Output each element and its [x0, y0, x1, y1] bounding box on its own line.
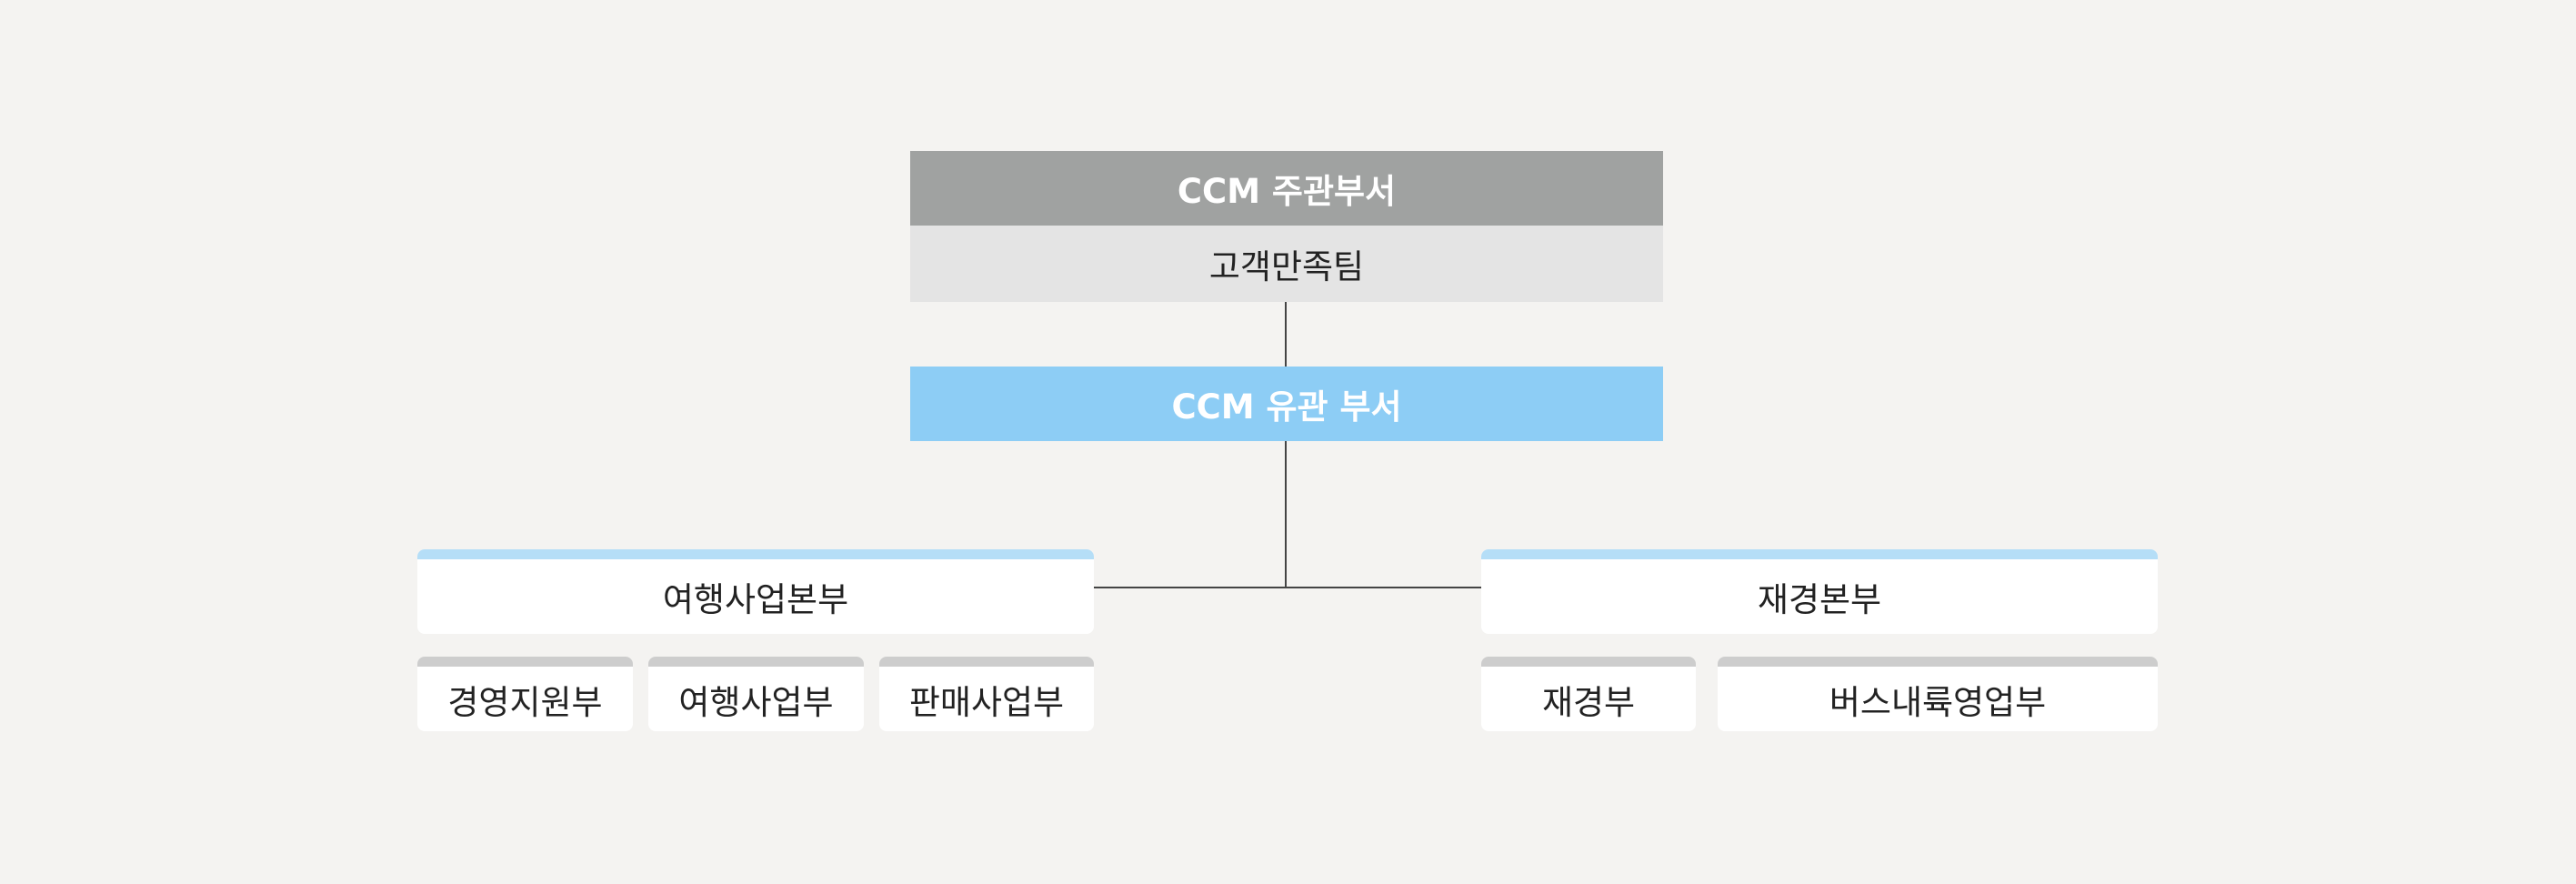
connector-line-top [1285, 302, 1287, 367]
department-label: 판매사업부 [908, 682, 1065, 722]
division-box-travel: 여행사업본부 [417, 549, 1094, 634]
department-box: 판매사업부 [879, 657, 1094, 731]
department-box: 여행사업부 [648, 657, 864, 731]
department-box: 버스내륙영업부 [1718, 657, 2158, 731]
ccm-related-dept-box: CCM 유관 부서 [910, 367, 1663, 441]
department-box: 경영지원부 [417, 657, 633, 731]
customer-satisfaction-team-box: 고객만족팀 [910, 226, 1663, 302]
division-label: 여행사업본부 [662, 580, 849, 619]
department-label: 버스내륙영업부 [1829, 682, 2047, 722]
ccm-main-dept-header: CCM 주관부서 [910, 151, 1663, 226]
department-label: 여행사업부 [678, 682, 834, 722]
division-label: 재경본부 [1757, 580, 1882, 619]
department-box: 재경부 [1481, 657, 1696, 731]
department-label: 경영지원부 [447, 682, 603, 722]
division-box-finance: 재경본부 [1481, 549, 2158, 634]
ccm-main-dept-title: CCM 주관부서 [1177, 172, 1397, 211]
connector-line-horizontal [1094, 587, 1481, 588]
ccm-related-dept-title: CCM 유관 부서 [1171, 387, 1402, 427]
customer-satisfaction-team-label: 고객만족팀 [1208, 247, 1365, 286]
department-label: 재경부 [1541, 682, 1636, 722]
connector-line-vertical [1285, 441, 1287, 588]
